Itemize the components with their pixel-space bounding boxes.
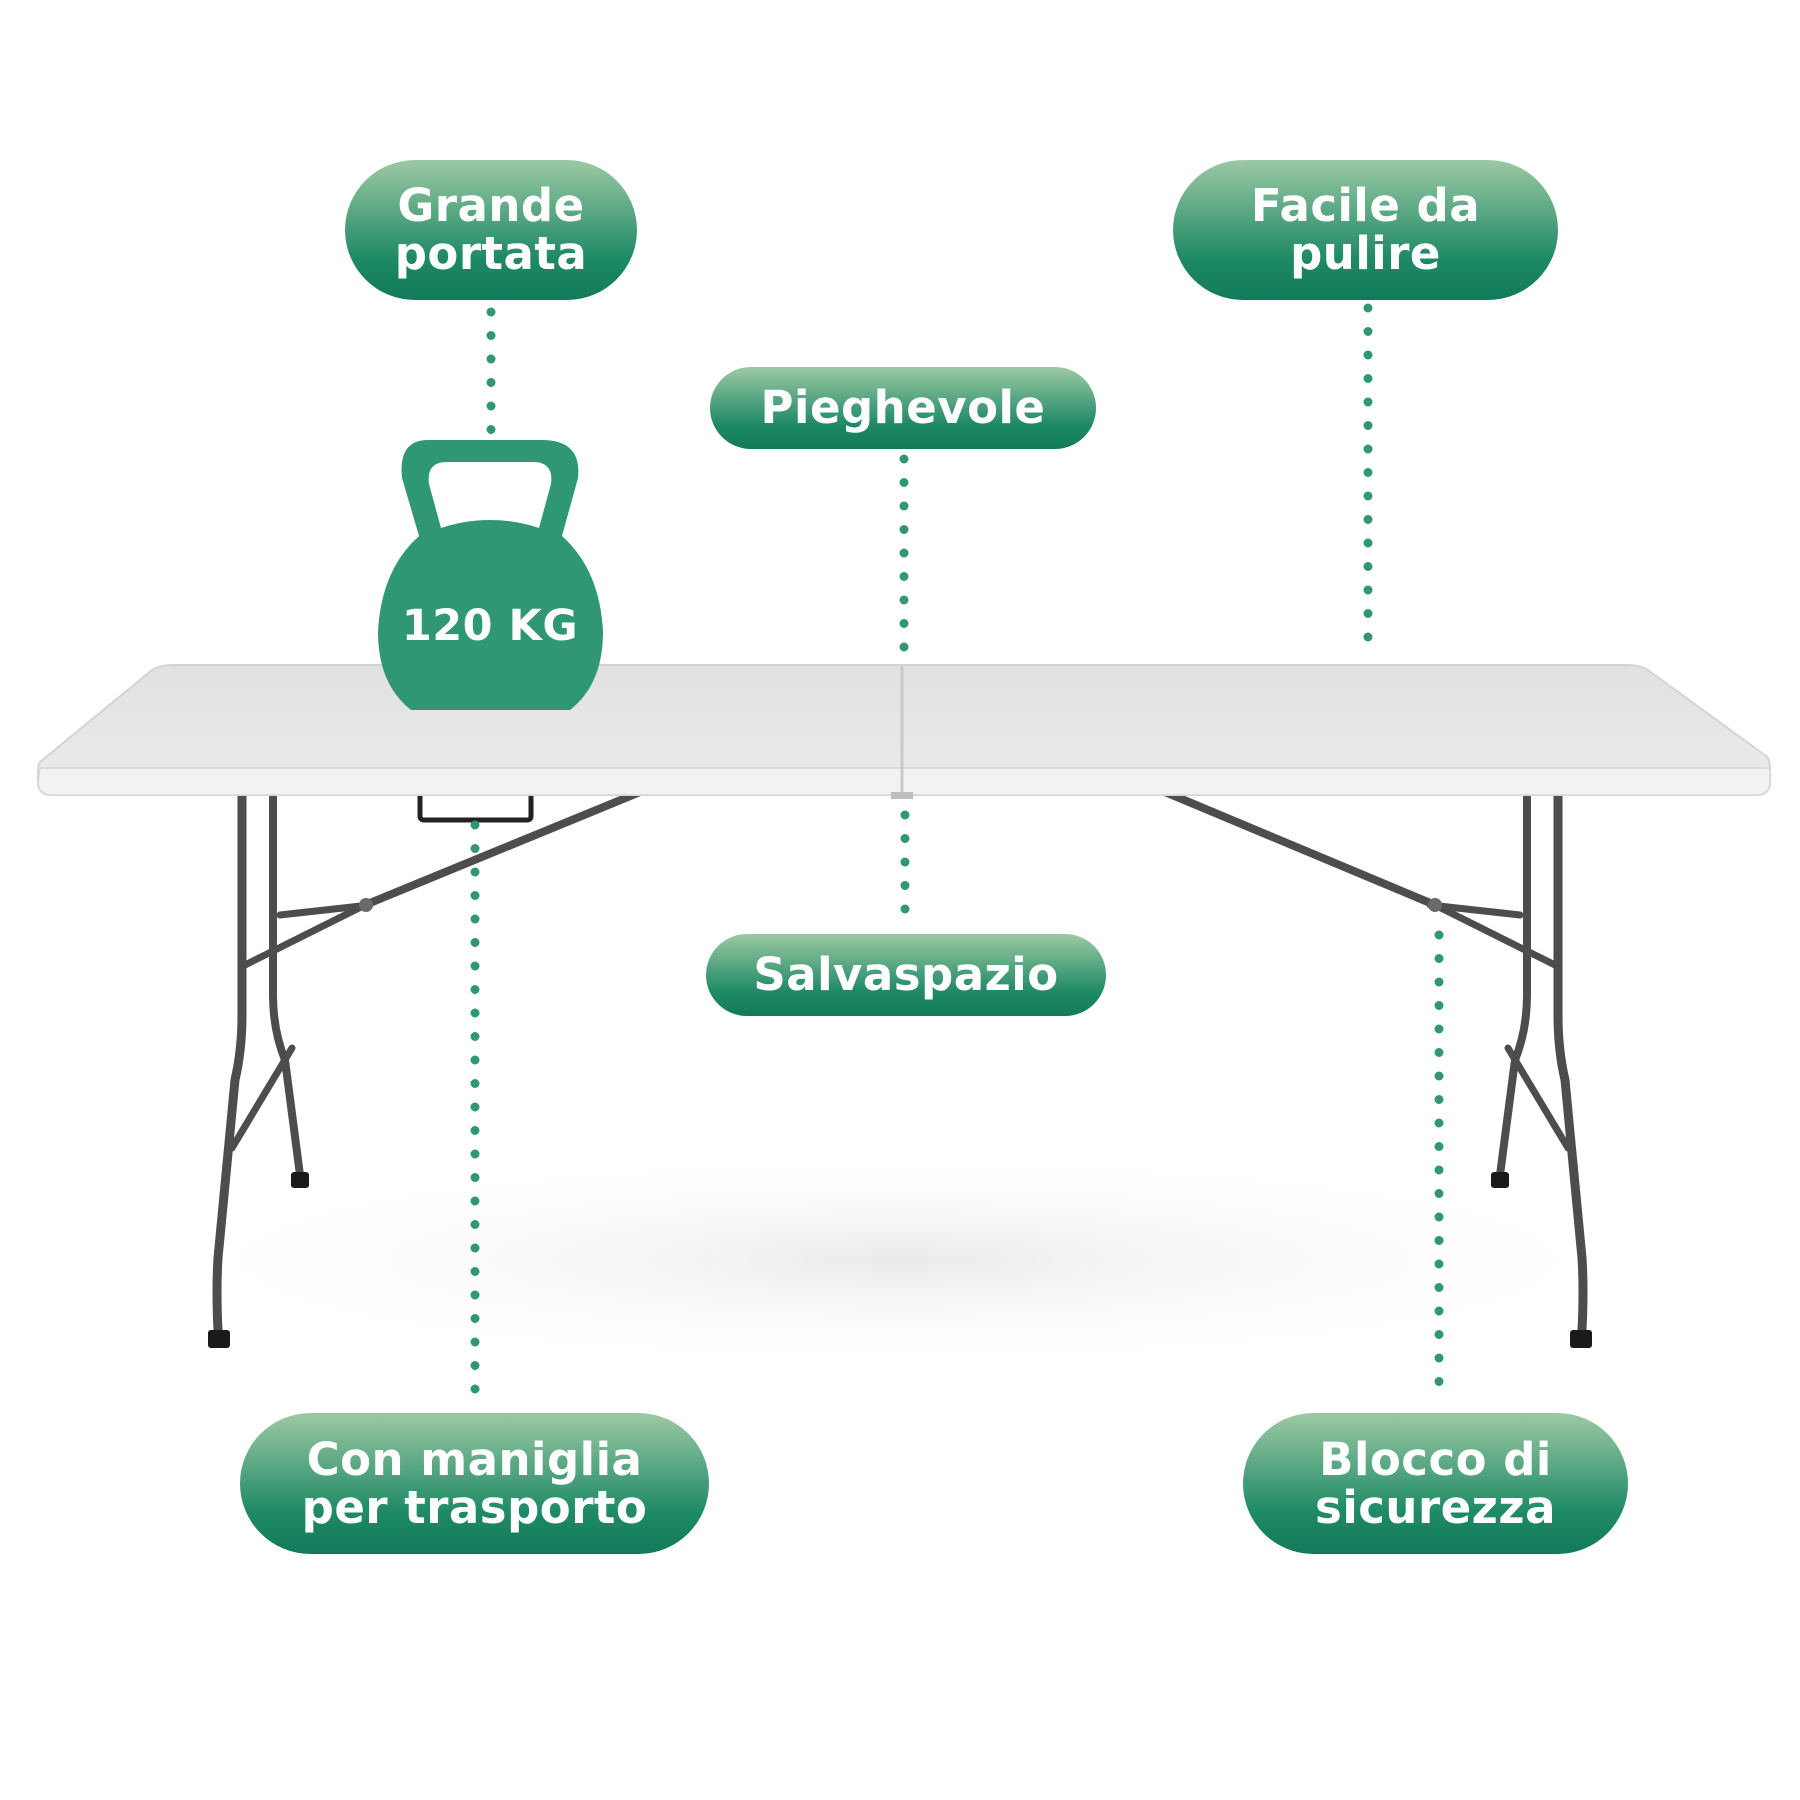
feature-clean-label: Facile da pulire	[1250, 179, 1481, 280]
feature-handle-label: Con maniglia per trasporto	[301, 1432, 648, 1534]
right-back-foot	[1491, 1172, 1509, 1188]
left-back-foot	[291, 1172, 309, 1188]
feature-space-label: Salvaspazio	[753, 948, 1059, 1001]
feature-load-label: Grande portata	[394, 179, 588, 280]
floor-shadow	[140, 1150, 1660, 1370]
feature-load-badge: Grande portata	[345, 160, 637, 300]
feature-space-badge: Salvaspazio	[706, 934, 1106, 1016]
carry-handle-icon	[417, 795, 534, 823]
connector-dots	[470, 303, 1444, 1411]
feature-lock-label: Blocco di sicurezza	[1315, 1432, 1556, 1534]
feature-handle-badge: Con maniglia per trasporto	[240, 1413, 709, 1554]
left-leg-assembly	[212, 787, 644, 1335]
feature-clean-badge: Facile da pulire	[1173, 160, 1558, 300]
right-hinge	[1428, 898, 1442, 912]
feature-foldable-label: Pieghevole	[760, 381, 1046, 434]
right-front-foot	[1570, 1330, 1592, 1348]
weight-value-label: 120 KG	[401, 601, 579, 651]
kettlebell-icon	[378, 440, 603, 710]
fold-hinge	[891, 792, 913, 799]
table-top-edge	[37, 767, 1771, 796]
right-leg-assembly	[1161, 787, 1588, 1335]
feature-foldable-badge: Pieghevole	[710, 367, 1096, 449]
left-front-foot	[208, 1330, 230, 1348]
left-hinge	[359, 898, 373, 912]
feature-lock-badge: Blocco di sicurezza	[1243, 1413, 1628, 1554]
